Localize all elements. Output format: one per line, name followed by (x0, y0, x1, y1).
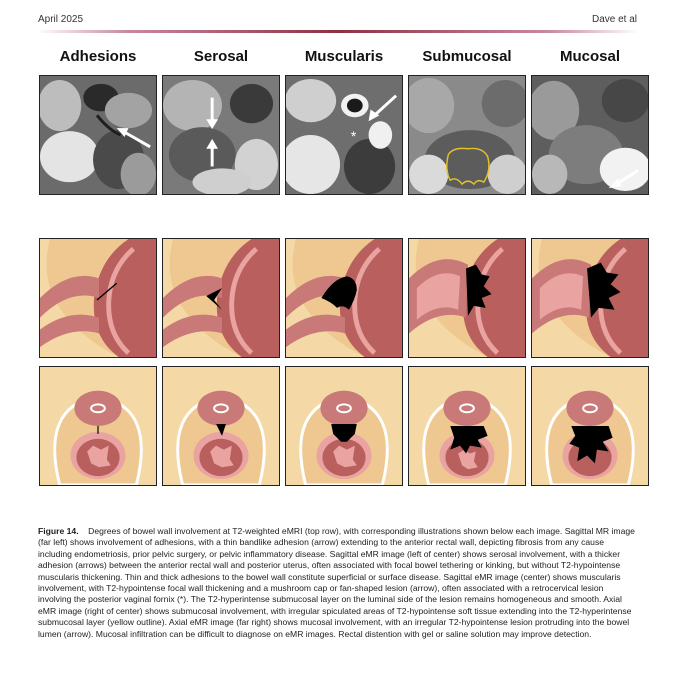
axial-illustration-muscularis (285, 366, 403, 486)
arrow-icon (608, 169, 639, 189)
submucosal-outline (446, 147, 490, 186)
axial-illustration-submucosal (408, 366, 526, 486)
mri-image-submucosal (408, 75, 526, 195)
header-rule (36, 30, 639, 33)
figure-caption: Figure 14. Degrees of bowel wall involve… (38, 526, 638, 640)
running-head-date: April 2025 (38, 14, 84, 25)
column-header-submucosal: Submucosal (422, 48, 512, 65)
column-header-serosal: Serosal (193, 48, 249, 65)
arrow-icon (368, 94, 398, 122)
sagittal-illustration-muscularis (285, 238, 403, 358)
figure-caption-text: Degrees of bowel wall involvement at T2-… (38, 526, 635, 639)
sagittal-illustration-adhesions (39, 238, 157, 358)
figure-label: Figure 14. (38, 526, 79, 536)
sagittal-illustration-serosal (162, 238, 280, 358)
mri-image-serosal (162, 75, 280, 195)
mri-image-muscularis: * (285, 75, 403, 195)
axial-illustration-adhesions (39, 366, 157, 486)
column-header-mucosal: Mucosal (559, 48, 620, 65)
arrow-icon (206, 138, 219, 167)
running-head-authors: Dave et al (591, 14, 637, 25)
running-head: April 2025 Dave et al (38, 14, 637, 25)
column-header-adhesions: Adhesions (59, 48, 137, 65)
mri-image-mucosal (531, 75, 649, 195)
mri-image-adhesions (39, 75, 157, 195)
axial-illustration-serosal (162, 366, 280, 486)
sagittal-illustration-submucosal (408, 238, 526, 358)
column-header-muscularis: Muscularis (304, 48, 384, 65)
axial-illustration-mucosal (531, 366, 649, 486)
sagittal-illustration-mucosal (531, 238, 649, 358)
mri-asterisk: * (351, 129, 357, 144)
arrow-icon (206, 97, 219, 130)
